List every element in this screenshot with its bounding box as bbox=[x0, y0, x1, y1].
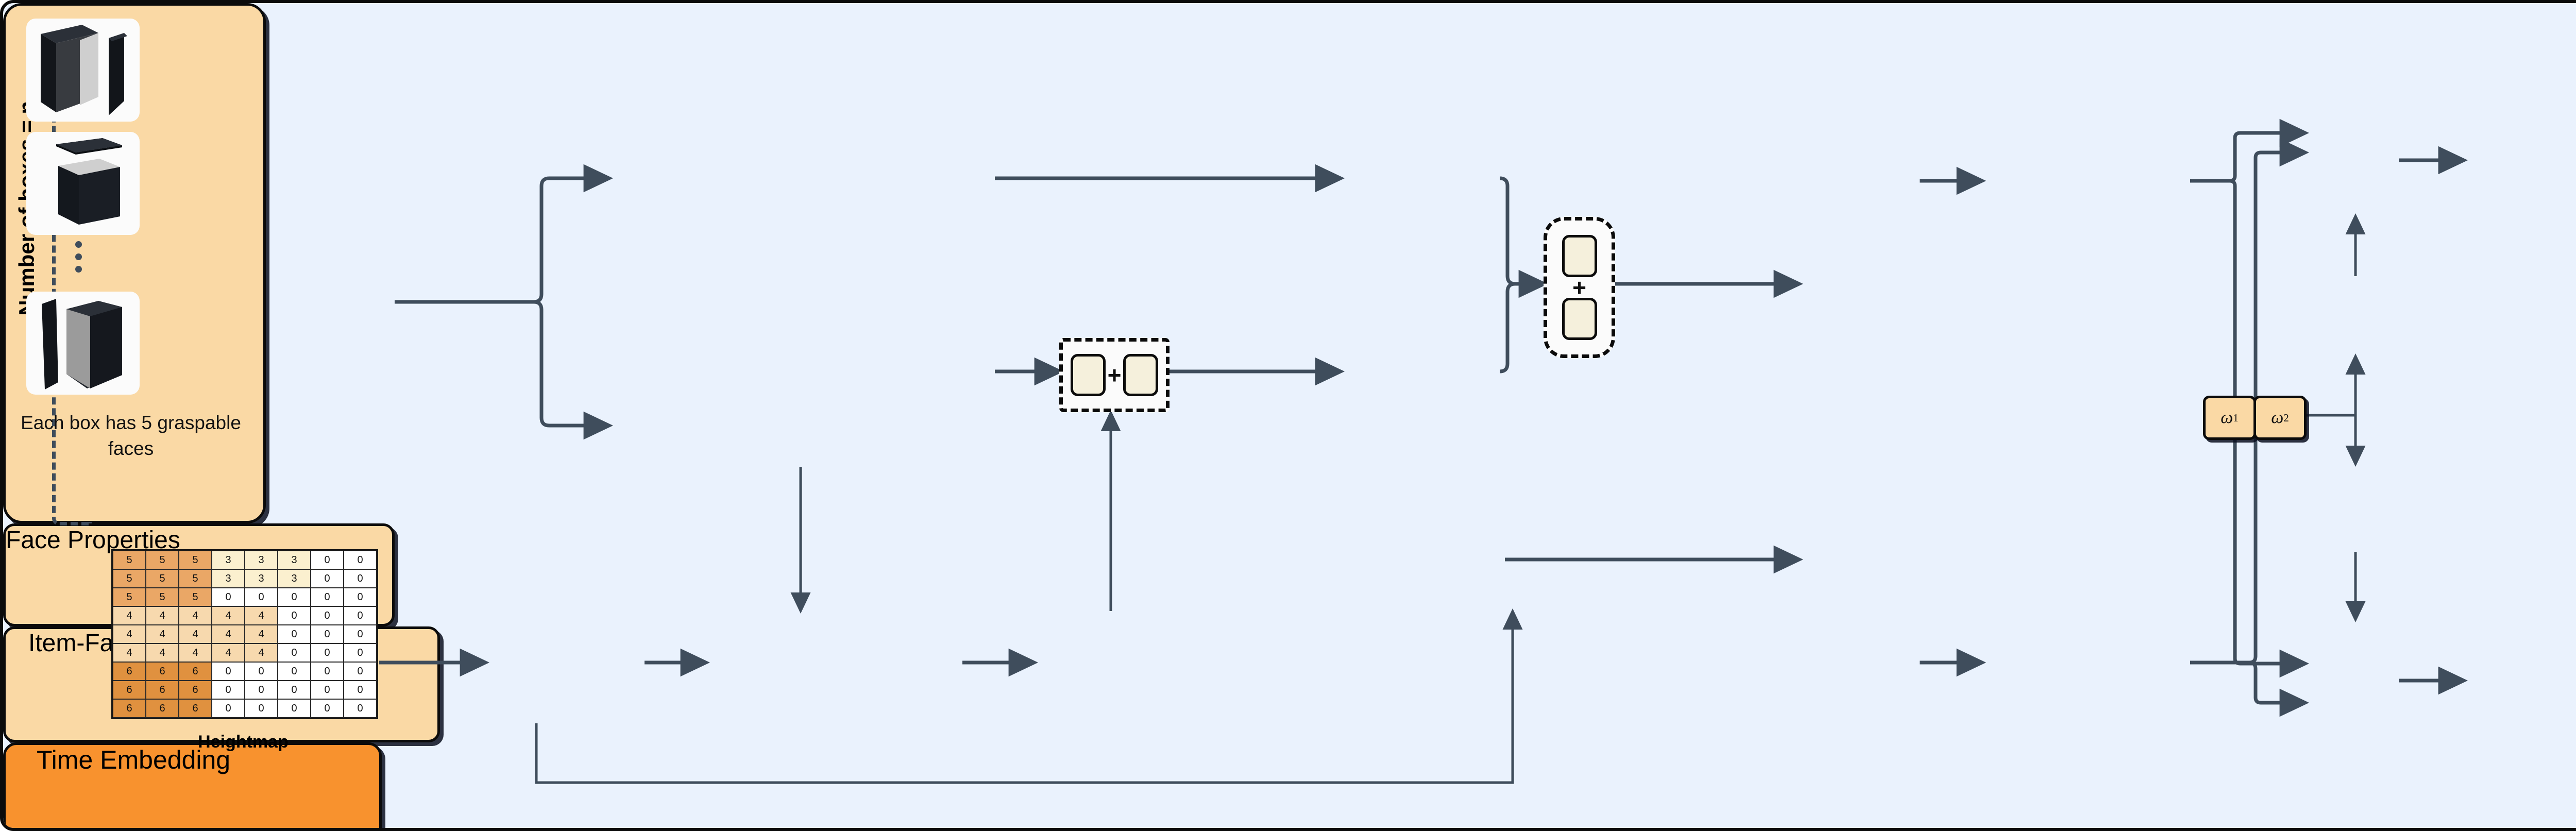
concat-chip-right bbox=[1123, 354, 1159, 396]
heightmap-cell: 4 bbox=[179, 606, 212, 625]
heightmap-cell: 6 bbox=[146, 699, 179, 718]
heightmap-cell: 4 bbox=[113, 625, 146, 643]
heightmap-cell: 3 bbox=[245, 569, 278, 588]
heightmap-cell: 4 bbox=[146, 643, 179, 662]
heightmap-caption: Heightmap bbox=[198, 732, 289, 752]
heightmap-cell: 0 bbox=[311, 606, 344, 625]
heightmap-cell: 4 bbox=[146, 625, 179, 643]
heightmap-cell: 5 bbox=[113, 569, 146, 588]
heightmap-cell: 0 bbox=[212, 588, 245, 606]
ellipsis-dots bbox=[75, 241, 82, 273]
heightmap-cell: 0 bbox=[344, 643, 377, 662]
heightmap-cell: 0 bbox=[212, 662, 245, 681]
heightmap-cell: 6 bbox=[179, 662, 212, 681]
heightmap-cell: 0 bbox=[311, 681, 344, 699]
heightmap-cell: 4 bbox=[113, 606, 146, 625]
heightmap-cell: 0 bbox=[245, 588, 278, 606]
heightmap-cell: 6 bbox=[113, 699, 146, 718]
heightmap-cell: 5 bbox=[146, 569, 179, 588]
heightmap-cell: 6 bbox=[113, 681, 146, 699]
heightmap-cell: 0 bbox=[278, 588, 311, 606]
heightmap-cell: 0 bbox=[278, 681, 311, 699]
heightmap-cell: 3 bbox=[245, 551, 278, 569]
concat-chip-left bbox=[1070, 354, 1106, 396]
heightmap-cell: 3 bbox=[278, 569, 311, 588]
heightmap-cell: 0 bbox=[344, 606, 377, 625]
heightmap-cell: 0 bbox=[344, 662, 377, 681]
heightmap-cell: 0 bbox=[344, 551, 377, 569]
heightmap-cell: 5 bbox=[179, 588, 212, 606]
heightmap-cell: 0 bbox=[311, 588, 344, 606]
heightmap-cell: 0 bbox=[278, 625, 311, 643]
heightmap-cell: 0 bbox=[344, 681, 377, 699]
heightmap-cell: 5 bbox=[146, 588, 179, 606]
concat-chip-top bbox=[1562, 234, 1597, 277]
heightmap-cell: 0 bbox=[311, 662, 344, 681]
heightmap-cell: 4 bbox=[212, 606, 245, 625]
heightmap-cell: 0 bbox=[344, 588, 377, 606]
concat-chip-bottom bbox=[1562, 298, 1597, 341]
heightmap-cell: 5 bbox=[146, 551, 179, 569]
heightmap-cell: 3 bbox=[278, 551, 311, 569]
heightmap-cell: 0 bbox=[311, 699, 344, 718]
heightmap-cell: 0 bbox=[245, 699, 278, 718]
concat-item-face-node: + bbox=[1059, 338, 1170, 412]
heightmap-cell: 0 bbox=[311, 625, 344, 643]
heightmap-cell: 0 bbox=[311, 551, 344, 569]
heightmap-cell: 4 bbox=[179, 625, 212, 643]
heightmap-cell: 0 bbox=[278, 699, 311, 718]
heightmap-cell: 6 bbox=[146, 681, 179, 699]
heightmap-cell: 6 bbox=[113, 662, 146, 681]
heightmap-cell: 6 bbox=[146, 662, 179, 681]
plus-symbol-vertical: + bbox=[1572, 274, 1586, 301]
heightmap-cell: 4 bbox=[179, 643, 212, 662]
heightmap-cell: 4 bbox=[212, 643, 245, 662]
item-group-caption: Each box has 5 graspable faces bbox=[21, 412, 241, 459]
heightmap-cell: 6 bbox=[179, 699, 212, 718]
omega-1-subscript: 1 bbox=[2233, 411, 2239, 424]
heightmap-cell: 0 bbox=[278, 606, 311, 625]
omega-2-subscript: 2 bbox=[2283, 411, 2289, 424]
heightmap-cell: 0 bbox=[278, 643, 311, 662]
heightmap-cell: 4 bbox=[113, 643, 146, 662]
heightmap-cell: 0 bbox=[311, 643, 344, 662]
concat-time-item-node: + bbox=[1544, 217, 1615, 358]
plus-symbol: + bbox=[1107, 361, 1122, 388]
heightmap-cell: 0 bbox=[245, 662, 278, 681]
heightmap-cell: 5 bbox=[179, 551, 212, 569]
heightmap-cell: 0 bbox=[344, 569, 377, 588]
box-faces-thumb-2 bbox=[26, 132, 140, 235]
heightmap-cell: 0 bbox=[212, 681, 245, 699]
heightmap-cell: 0 bbox=[311, 569, 344, 588]
box-faces-thumb-1 bbox=[26, 19, 140, 122]
omega-2-label: ω bbox=[2271, 408, 2284, 427]
heightmap-cell: 4 bbox=[245, 606, 278, 625]
heightmap-cell: 4 bbox=[212, 625, 245, 643]
heightmap-cell: 4 bbox=[245, 625, 278, 643]
heightmap-cell: 3 bbox=[212, 551, 245, 569]
heightmap-cell: 0 bbox=[245, 681, 278, 699]
heightmap-cell: 3 bbox=[212, 569, 245, 588]
heightmap-cell: 0 bbox=[344, 625, 377, 643]
heightmap-cell: 0 bbox=[212, 699, 245, 718]
heightmap-cell: 5 bbox=[179, 569, 212, 588]
heightmap-cell: 6 bbox=[179, 681, 212, 699]
box-faces-thumb-3 bbox=[26, 292, 140, 395]
heightmap-cell: 5 bbox=[113, 588, 146, 606]
omega-1-label: ω bbox=[2221, 408, 2233, 427]
heightmap-cell: 5 bbox=[113, 551, 146, 569]
heightmap-cell: 4 bbox=[245, 643, 278, 662]
heightmap-cell: 4 bbox=[146, 606, 179, 625]
heightmap-cell: 0 bbox=[278, 662, 311, 681]
heightmap-cell: 0 bbox=[344, 699, 377, 718]
node-time-embedding[interactable]: Time Embedding bbox=[3, 742, 382, 828]
item-group-container: Each box has 5 graspable faces bbox=[3, 3, 266, 523]
